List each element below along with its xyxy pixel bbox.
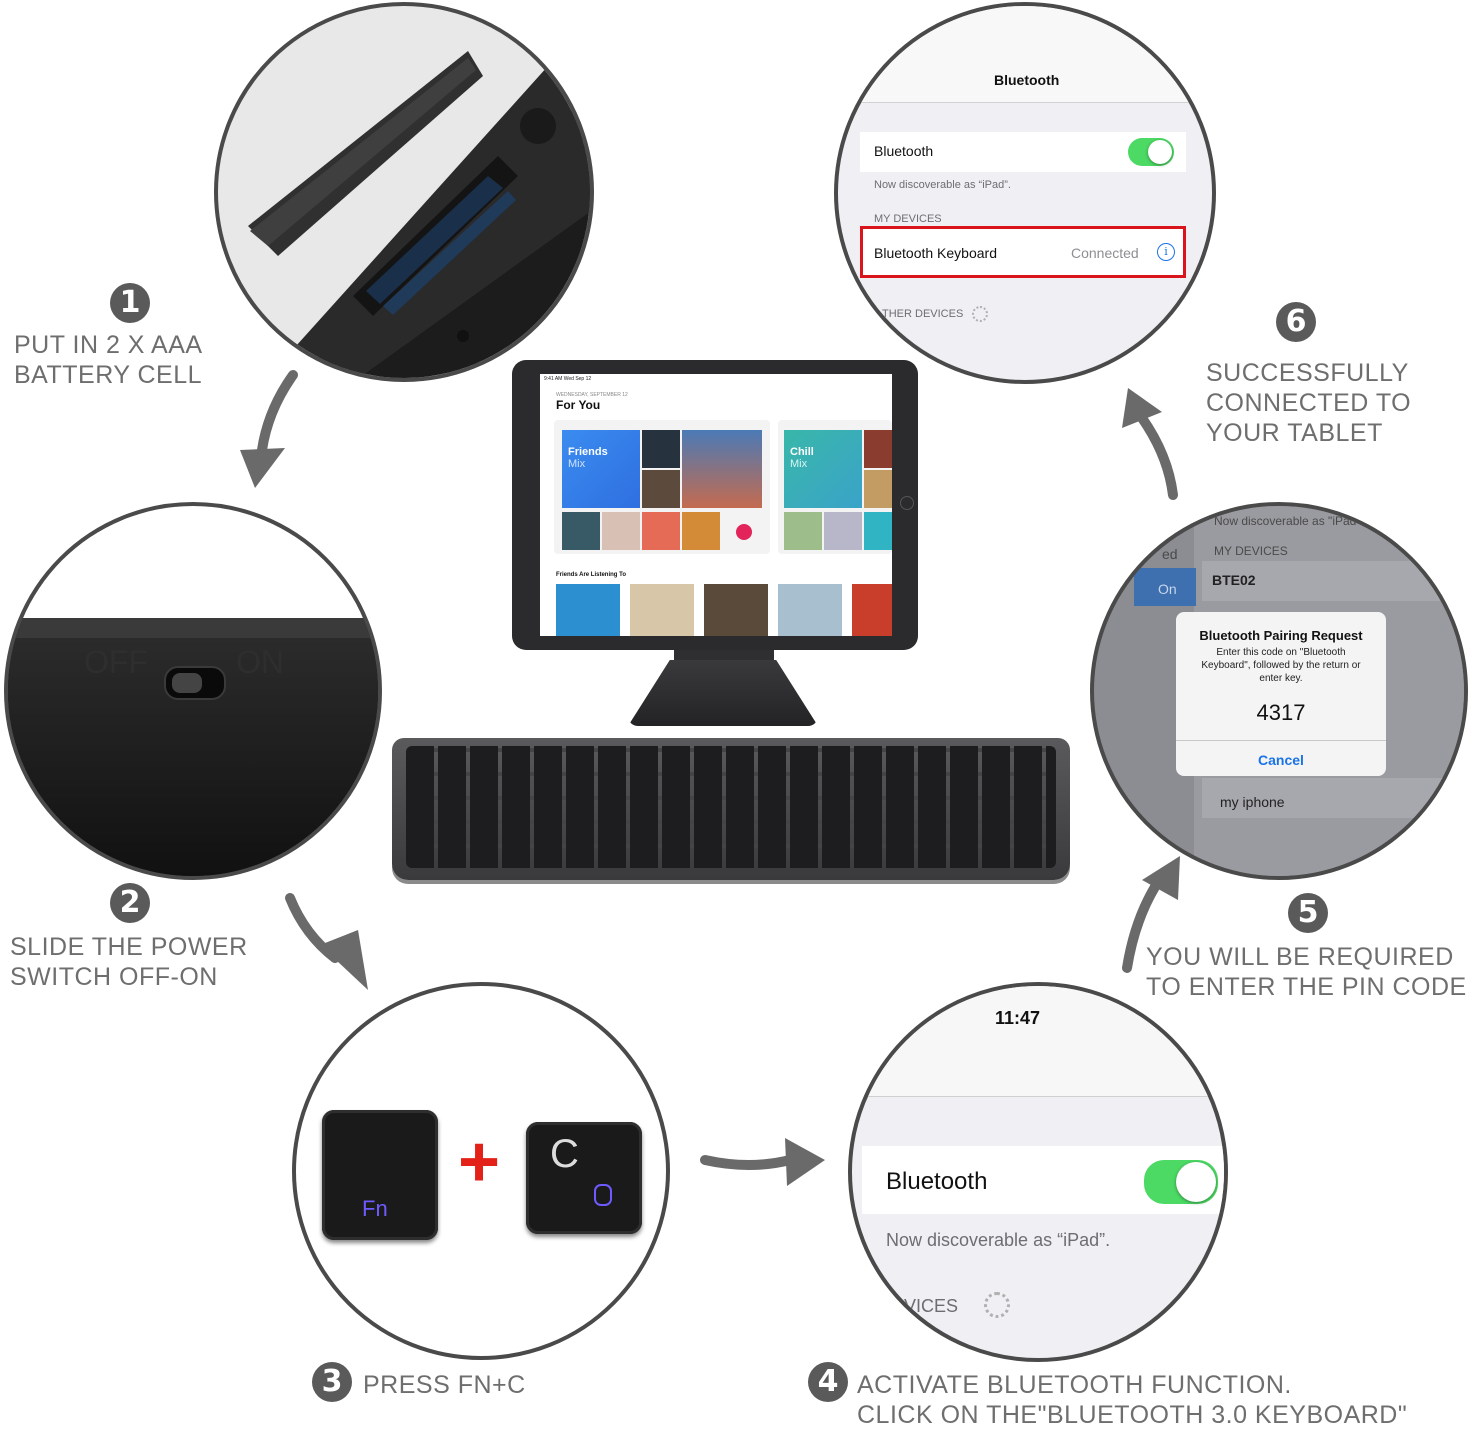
dialog-body: Enter this code on "Bluetooth Keyboard",… — [1201, 647, 1361, 684]
bluetooth-link-icon — [594, 1184, 612, 1206]
for-you-heading: For You — [556, 398, 601, 412]
arrow-4-to-5 — [1122, 877, 1163, 973]
arrowhead-2 — [320, 930, 368, 990]
bluetooth-settings-screen: 11:47 Bluetooth Now discoverable as “iPa… — [848, 982, 1228, 1362]
keyboard-device-row[interactable]: Bluetooth Keyboard Connected i — [860, 226, 1186, 278]
step-5-number: 5 — [1288, 893, 1328, 933]
step-4-number: 4 — [808, 1362, 848, 1402]
bluetooth-connected-screen: Bluetooth Bluetooth Now discoverable as … — [834, 2, 1216, 384]
status-time: 11:47 — [995, 1008, 1041, 1028]
dialog-title: Bluetooth Pairing Request — [1199, 628, 1363, 643]
arrowhead-5 — [1122, 388, 1162, 428]
power-switch-photo: OFF ON — [4, 502, 382, 880]
discoverable-text: Now discoverable as “iPad”. — [886, 1230, 1111, 1250]
screen-header-title: Bluetooth — [994, 72, 1060, 88]
my-devices-header: MY DEVICES — [874, 213, 942, 225]
bluetooth-toggle[interactable] — [1144, 1160, 1218, 1204]
step-6-number: 6 — [1276, 302, 1316, 342]
switch-label-on: ON — [236, 644, 284, 680]
arrowhead-1 — [240, 448, 285, 488]
bluetooth-label: Bluetooth — [874, 143, 934, 159]
step-1-number: 1 — [110, 283, 150, 323]
devices-header: VICES — [904, 1296, 959, 1316]
tablet-stand — [614, 640, 832, 726]
my-devices-header: MY DEVICES — [1214, 544, 1288, 558]
pairing-request-screen: Now discoverable as "iPad" MY DEVICES BT… — [1090, 502, 1468, 880]
bluetooth-label: Bluetooth — [886, 1168, 988, 1195]
fn-key: Fn — [322, 1110, 438, 1240]
loading-spinner-icon — [984, 1292, 1010, 1318]
c-key: C — [526, 1122, 642, 1234]
other-devices-header: THER DEVICES — [882, 308, 964, 320]
chill-mix-tile: Chill Mix — [784, 430, 862, 508]
device-name: Bluetooth Keyboard — [874, 245, 997, 261]
wireless-keyboard — [392, 738, 1070, 880]
step-4-text: ACTIVATE BLUETOOTH FUNCTION.CLICK ON THE… — [857, 1371, 1408, 1429]
plus-sign: + — [458, 1122, 501, 1202]
fn-c-keys-photo: Fn + C — [292, 982, 670, 1360]
home-button — [900, 496, 914, 510]
pairing-dialog: Bluetooth Pairing Request Enter this cod… — [1176, 612, 1386, 776]
loading-spinner-icon — [972, 306, 988, 322]
pin-code: 4317 — [1256, 700, 1306, 725]
battery-compartment-photo — [214, 2, 594, 382]
power-slider — [164, 666, 226, 700]
arrow-3-to-4 — [700, 1155, 795, 1170]
info-icon[interactable]: i — [1157, 243, 1175, 261]
device-my-iphone: my iphone — [1220, 794, 1285, 810]
arrow-1-to-2 — [257, 370, 298, 455]
discoverable-text: Now discoverable as “iPad”. — [874, 179, 1011, 191]
bluetooth-toggle[interactable] — [1128, 138, 1174, 166]
step-2-number: 2 — [110, 883, 150, 923]
tablet-screen: 9:41 AM Wed Sep 12 WEDNESDAY, SEPTEMBER … — [540, 374, 892, 636]
arrowhead-3 — [785, 1138, 825, 1186]
friends-mix-tile: Friends Mix — [562, 430, 640, 508]
play-icon — [736, 524, 752, 540]
switch-label-off: OFF — [84, 644, 148, 680]
connected-status: Connected — [1071, 245, 1139, 261]
arrow-5-to-6 — [1137, 413, 1178, 500]
step-3-text: PRESS FN+C — [363, 1371, 526, 1399]
cancel-button[interactable]: Cancel — [1258, 752, 1304, 768]
tablet: 9:41 AM Wed Sep 12 WEDNESDAY, SEPTEMBER … — [512, 360, 918, 650]
arrowhead-4 — [1142, 856, 1180, 900]
device-bte02: BTE02 — [1212, 572, 1256, 588]
step-3-number: 3 — [312, 1362, 352, 1402]
